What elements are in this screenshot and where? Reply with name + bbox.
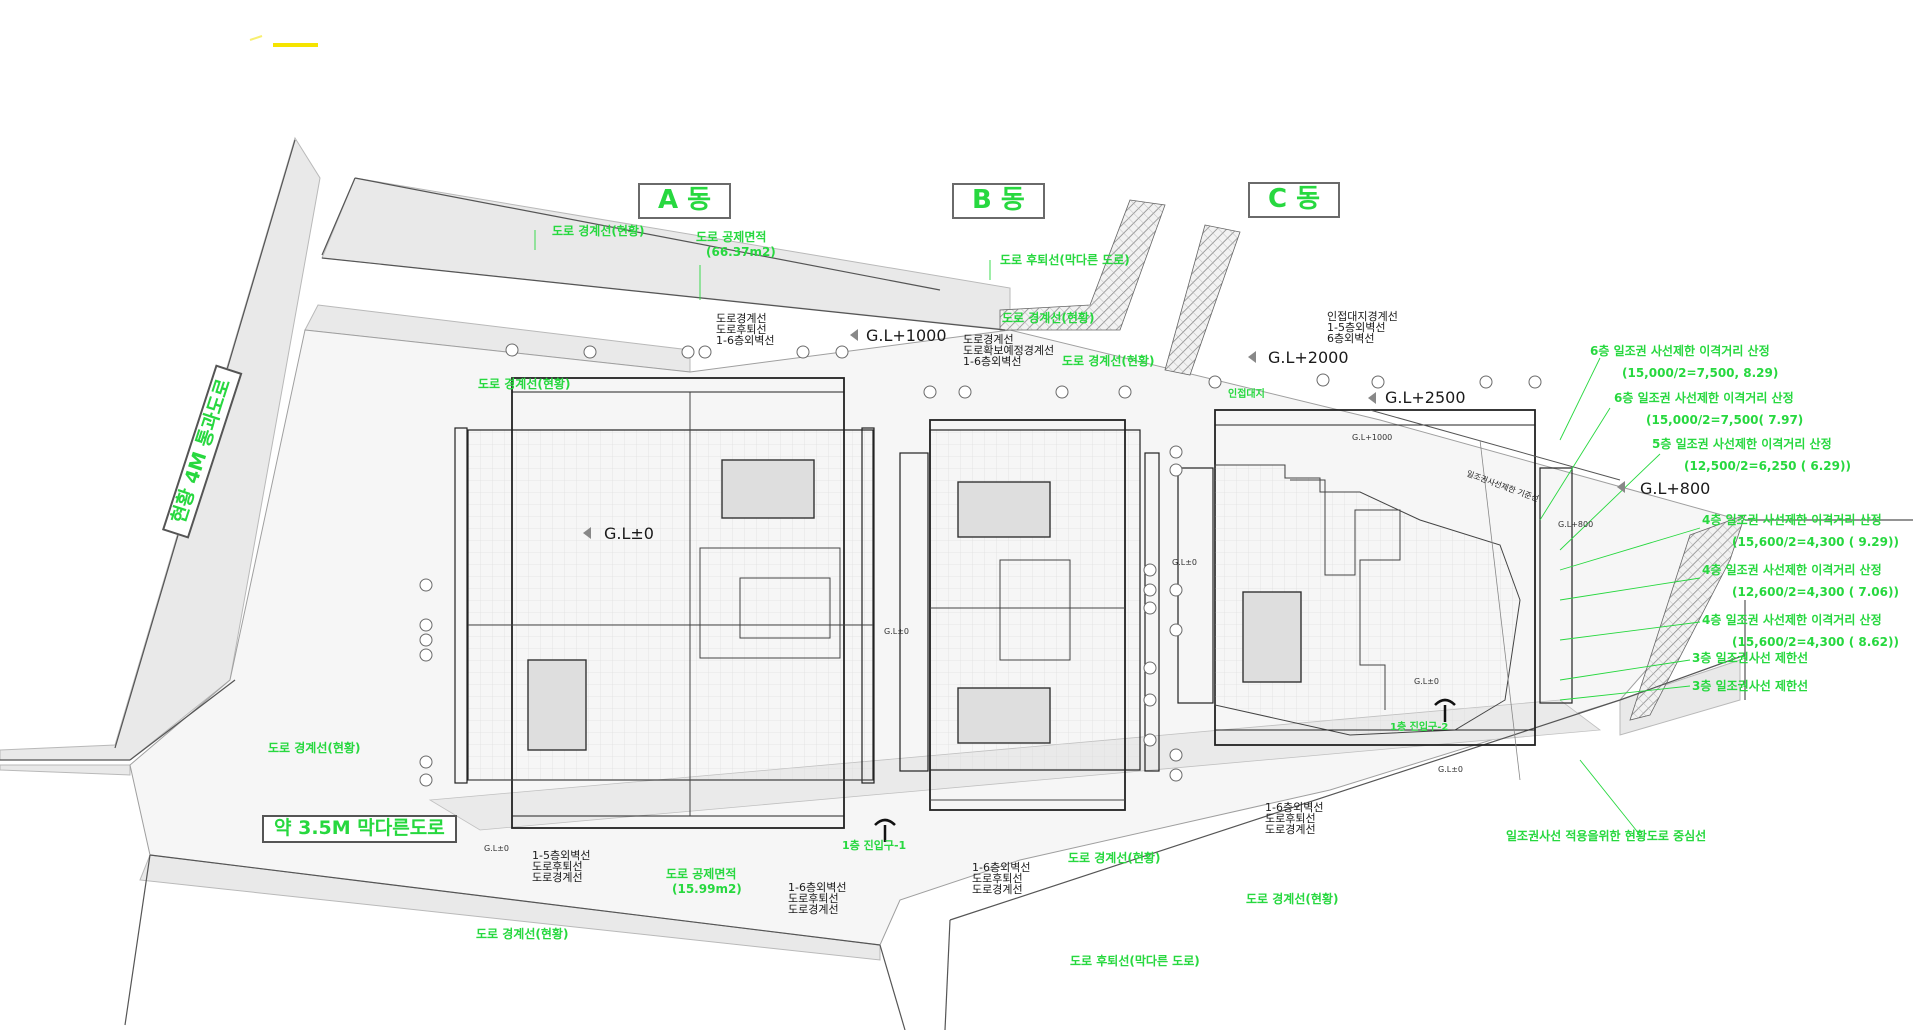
entrance-icon [874, 698, 1456, 842]
building-a-plan [454, 377, 875, 829]
hatched-walls [999, 199, 1746, 721]
road-bands [0, 136, 1741, 961]
building-c-plan [1177, 409, 1621, 781]
grid-markers [419, 343, 1542, 787]
leader-lines [534, 230, 1701, 836]
level-marker-icons [583, 329, 1625, 539]
yellow-legend-mark [249, 35, 318, 47]
building-b-plan [899, 419, 1160, 811]
